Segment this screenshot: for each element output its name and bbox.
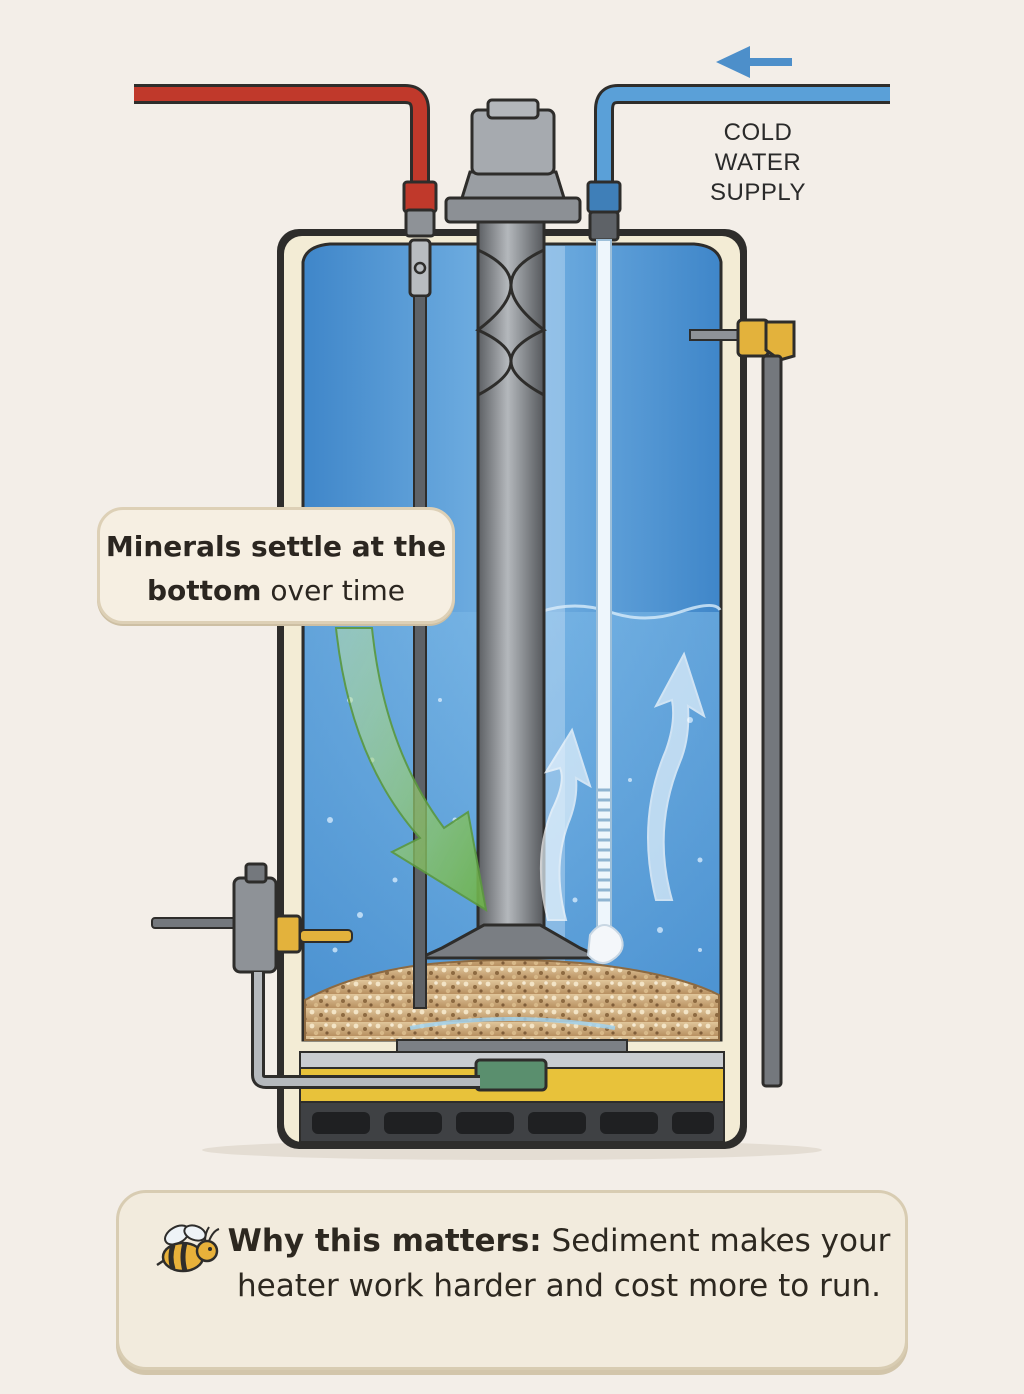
sediment-callout: Minerals settle at the bottom over time xyxy=(97,507,455,624)
relief-valve xyxy=(689,318,796,1088)
sediment-layer xyxy=(304,959,720,1041)
info-body: Sediment makes your heater work harder a… xyxy=(237,1223,891,1304)
bee-icon xyxy=(156,1224,220,1273)
gas-control-valve xyxy=(151,862,480,1089)
supply-label-line-1: COLD xyxy=(723,119,793,146)
callout-rest-text: over time xyxy=(270,574,405,607)
burner-assembly xyxy=(299,1039,725,1143)
cold-water-supply-label: COLD WATER SUPPLY xyxy=(690,118,826,208)
cold-water-pipe xyxy=(586,84,890,965)
supply-label-line-2: WATER xyxy=(714,149,802,176)
settle-arrow xyxy=(334,627,488,913)
callout-bold-text: Minerals settle at the bottom xyxy=(105,530,447,607)
arrow-left-icon xyxy=(716,46,792,78)
flue-tube xyxy=(419,213,603,960)
info-lead: Why this matters: xyxy=(227,1223,542,1259)
draft-hood xyxy=(444,98,582,224)
rising-heat-arrows xyxy=(539,651,706,921)
supply-label-line-3: SUPPLY xyxy=(710,179,806,206)
why-this-matters-box: Why this matters: Sediment makes your he… xyxy=(116,1190,908,1370)
why-this-matters-text: Why this matters: Sediment makes your he… xyxy=(219,1219,899,1309)
